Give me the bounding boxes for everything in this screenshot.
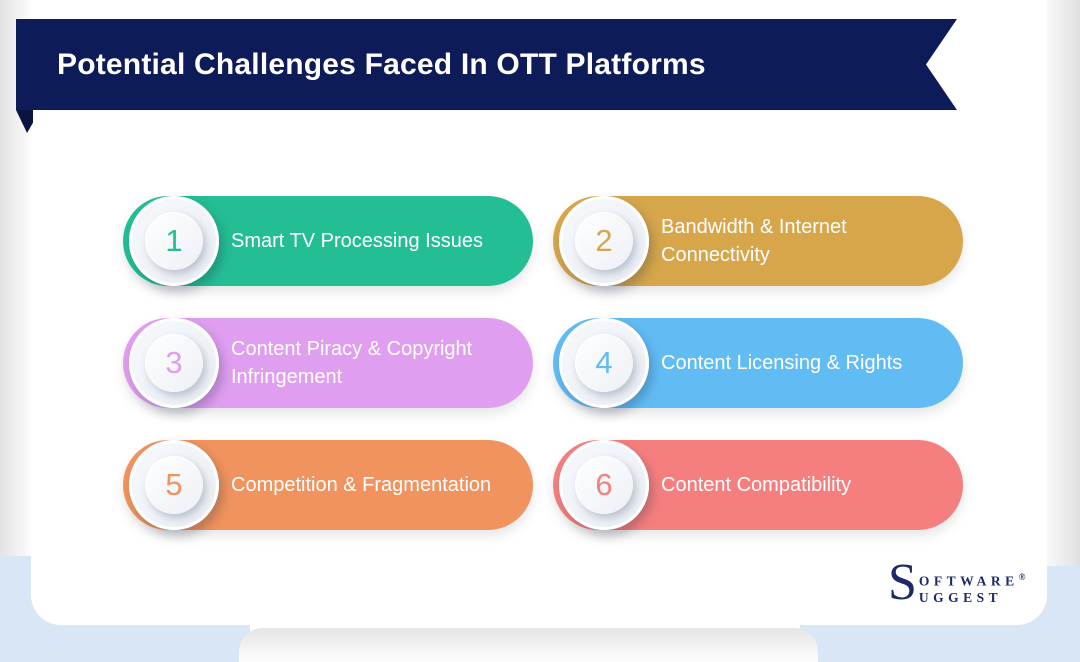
challenge-number: 3 <box>145 334 203 392</box>
logo-line-software: OFTWARE® <box>918 572 1026 589</box>
challenge-number: 5 <box>145 456 203 514</box>
title-ribbon: Potential Challenges Faced In OTT Platfo… <box>16 19 957 110</box>
logo-initial: S <box>888 554 917 611</box>
bottom-curved-band <box>239 628 818 662</box>
page-title: Potential Challenges Faced In OTT Platfo… <box>57 47 706 81</box>
challenge-label: Content Compatibility <box>661 474 852 496</box>
challenge-label: Content Piracy & Copyright Infringement <box>231 338 473 388</box>
challenge-number-badge: 5 <box>129 440 219 530</box>
challenge-pill: 1 Smart TV Processing Issues <box>123 196 533 286</box>
challenge-number: 6 <box>575 456 633 514</box>
challenge-label: Bandwidth & Internet Connectivity <box>661 216 847 266</box>
right-edge-shade <box>1047 0 1080 575</box>
logo-line-suggest: UGGEST <box>918 589 1003 605</box>
challenge-number-badge: 4 <box>559 318 649 408</box>
challenge-number-badge: 6 <box>559 440 649 530</box>
challenge-pill: 4 Content Licensing & Rights <box>553 318 963 408</box>
softwaresuggest-logo: S OFTWARE® UGGEST <box>888 554 1026 611</box>
challenge-pill: 2 Bandwidth & Internet Connectivity <box>553 196 963 286</box>
challenge-grid: 1 Smart TV Processing Issues 2 Bandwidth… <box>123 196 963 530</box>
challenge-number-badge: 2 <box>559 196 649 286</box>
challenge-pill: 6 Content Compatibility <box>553 440 963 530</box>
logo-wordmark: OFTWARE® UGGEST <box>919 564 1026 606</box>
challenge-number: 1 <box>145 212 203 270</box>
challenge-label: Competition & Fragmentation <box>231 474 492 496</box>
challenge-label: Content Licensing & Rights <box>661 352 903 374</box>
challenge-pill: 3 Content Piracy & Copyright Infringemen… <box>123 318 533 408</box>
challenge-number-badge: 3 <box>129 318 219 408</box>
challenge-number-badge: 1 <box>129 196 219 286</box>
registered-trademark-icon: ® <box>1018 572 1026 582</box>
challenge-label: Smart TV Processing Issues <box>231 230 483 252</box>
challenge-pill: 5 Competition & Fragmentation <box>123 440 533 530</box>
challenge-number: 4 <box>575 334 633 392</box>
challenge-number: 2 <box>575 212 633 270</box>
